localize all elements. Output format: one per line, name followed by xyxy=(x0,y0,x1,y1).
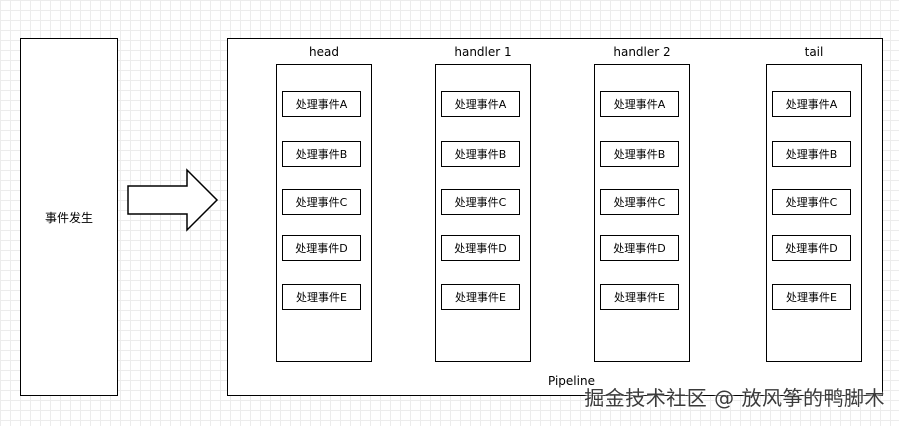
stage-title: tail xyxy=(804,45,824,59)
stage-title: handler 1 xyxy=(454,45,512,59)
event-source-box: 事件发生 xyxy=(20,38,118,396)
event-box: 处理事件C xyxy=(772,189,851,215)
event-box: 处理事件C xyxy=(441,189,520,215)
event-box: 处理事件A xyxy=(600,91,679,117)
event-box: 处理事件C xyxy=(282,189,361,215)
event-box: 处理事件B xyxy=(600,141,679,167)
event-box: 处理事件B xyxy=(772,141,851,167)
event-box: 处理事件D xyxy=(772,235,851,261)
stage-title: head xyxy=(309,45,339,59)
event-box: 处理事件D xyxy=(600,235,679,261)
event-box: 处理事件B xyxy=(441,141,520,167)
event-box: 处理事件C xyxy=(600,189,679,215)
event-box: 处理事件E xyxy=(282,284,361,310)
event-box: 处理事件A xyxy=(441,91,520,117)
watermark: 掘金技术社区 @ 放风筝的鸭脚木 xyxy=(584,386,885,410)
event-box: 处理事件D xyxy=(441,235,520,261)
pipeline-label: Pipeline xyxy=(548,374,595,388)
event-box: 处理事件E xyxy=(772,284,851,310)
stage-title: handler 2 xyxy=(613,45,671,59)
event-box: 处理事件A xyxy=(772,91,851,117)
event-box: 处理事件E xyxy=(600,284,679,310)
event-box: 处理事件A xyxy=(282,91,361,117)
event-source-label: 事件发生 xyxy=(44,210,93,225)
event-box: 处理事件B xyxy=(282,141,361,167)
event-box: 处理事件E xyxy=(441,284,520,310)
flow-arrow xyxy=(127,168,219,232)
event-box: 处理事件D xyxy=(282,235,361,261)
